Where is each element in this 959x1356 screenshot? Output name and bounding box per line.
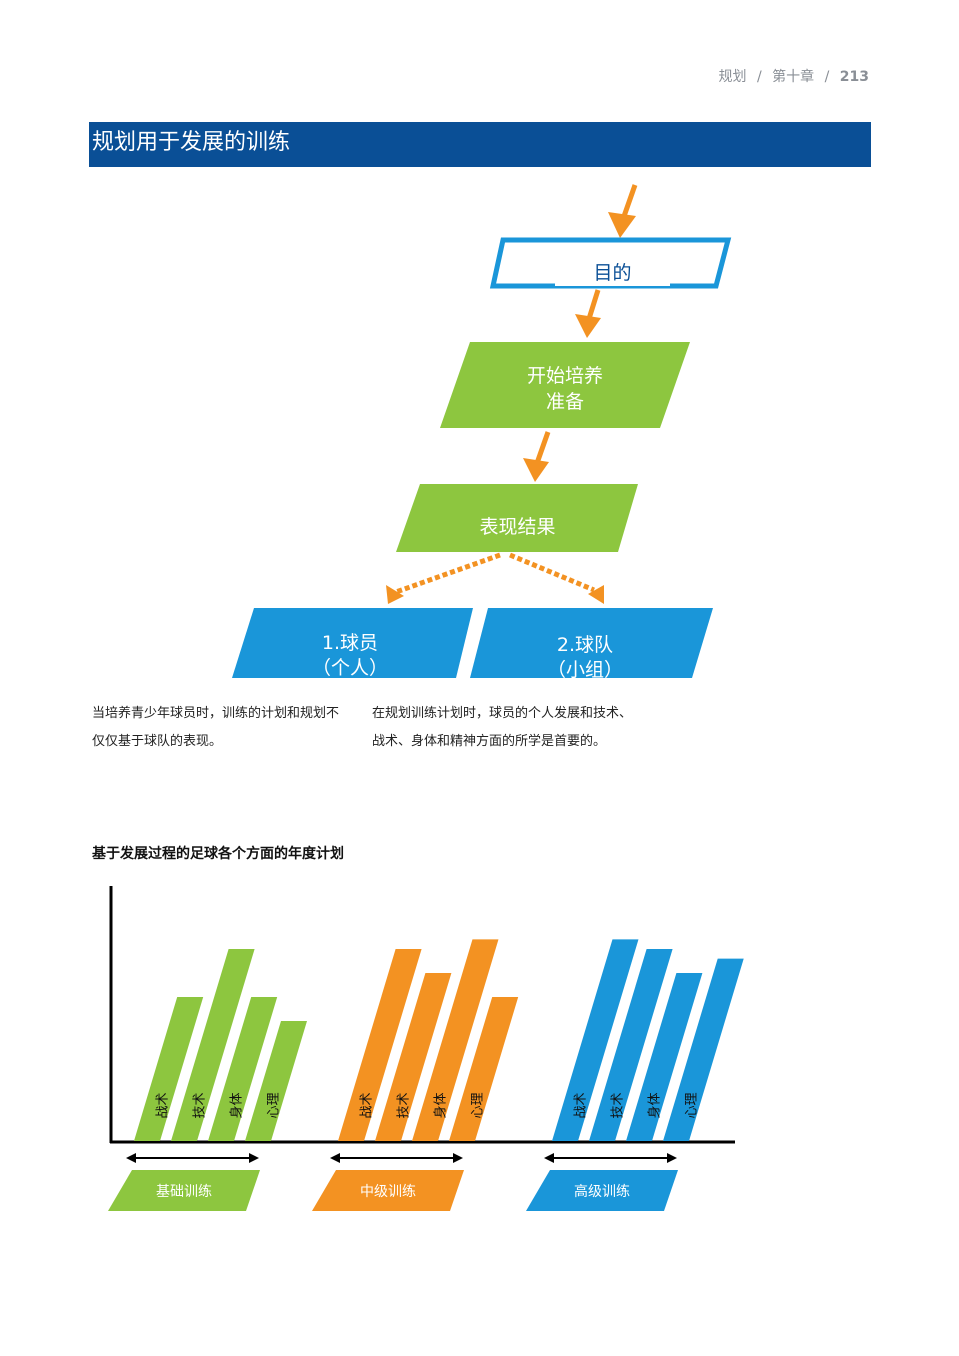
bar-basic-2 — [208, 997, 278, 1141]
bar-advanced-1 — [589, 949, 673, 1141]
header-chapter: 第十章 — [772, 69, 815, 85]
build-label-line2: 准备 — [545, 391, 584, 413]
page-number: 213 — [839, 69, 869, 85]
flow-dotted-arrow-left — [386, 552, 501, 604]
paragraph-left: 当培养青少年球员时，训练的计划和规划不 仅仅基于球队的表现。 — [92, 700, 367, 756]
bar-label: 技术 — [610, 1092, 626, 1119]
bar-advanced-2 — [626, 973, 703, 1141]
bar-label: 技术 — [396, 1092, 412, 1119]
paragraph-right: 在规划训练计划时，球员的个人发展和技术、 战术、身体和精神方面的所学是首要的。 — [372, 700, 672, 756]
bar-label: 身体 — [229, 1092, 245, 1119]
build-label-line1: 开始培养 — [526, 365, 603, 387]
level-box-advanced — [526, 1170, 678, 1211]
page-title: 规划用于发展的训练 — [92, 130, 291, 155]
objective-label: 目的 — [555, 260, 670, 286]
level-box-basic — [108, 1170, 260, 1211]
paragraph-right-line1: 在规划训练计划时，球员的个人发展和技术、 — [372, 706, 633, 721]
player-label-line2: （个人） — [311, 657, 388, 679]
chart-title: 基于发展过程的足球各个方面的年度计划 — [92, 846, 344, 862]
build-box — [440, 342, 690, 428]
bar-basic-0 — [134, 997, 204, 1141]
flow-arrow-3 — [523, 431, 551, 482]
span-arrowhead — [330, 1153, 340, 1163]
level-label-intermediate: 中级训练 — [360, 1184, 416, 1200]
page-header: 规划 / 第十章 / 213 — [719, 66, 869, 86]
team-box — [470, 608, 713, 678]
flow-dotted-arrow-right — [509, 552, 604, 604]
span-arrowhead — [126, 1153, 136, 1163]
span-arrowhead — [453, 1153, 463, 1163]
bar-basic-1 — [171, 949, 255, 1141]
bar-intermediate-1 — [375, 973, 452, 1141]
bar-intermediate-3 — [449, 997, 519, 1141]
performance-box — [396, 484, 638, 552]
bar-label: 身体 — [433, 1092, 449, 1119]
span-arrowhead — [667, 1153, 677, 1163]
performance-label: 表现结果 — [479, 516, 556, 538]
level-box-intermediate — [312, 1170, 464, 1211]
title-banner — [89, 122, 871, 167]
paragraph-left-line1: 当培养青少年球员时，训练的计划和规划不 — [92, 706, 340, 721]
bar-label: 心理 — [470, 1092, 486, 1119]
bar-intermediate-0 — [338, 949, 422, 1141]
header-section: 规划 — [718, 69, 747, 85]
flow-arrow-2 — [575, 289, 601, 338]
bar-label: 身体 — [647, 1092, 663, 1119]
level-label-basic: 基础训练 — [156, 1184, 212, 1200]
bar-label: 心理 — [266, 1092, 282, 1119]
bar-label: 战术 — [359, 1092, 375, 1119]
player-label-line1: 1.球员 — [321, 632, 379, 654]
team-label-line1: 2.球队 — [556, 634, 614, 656]
header-separator-2: / — [824, 69, 830, 85]
span-arrowhead — [249, 1153, 259, 1163]
bar-label: 战术 — [573, 1092, 589, 1119]
player-box — [232, 608, 473, 678]
paragraph-right-line2: 战术、身体和精神方面的所学是首要的。 — [372, 734, 607, 749]
bar-intermediate-2 — [412, 939, 499, 1141]
span-arrowhead — [544, 1153, 554, 1163]
header-separator: / — [756, 69, 762, 85]
paragraph-left-line2: 仅仅基于球队的表现。 — [92, 734, 223, 749]
bar-label: 战术 — [155, 1092, 171, 1119]
flow-arrow-top — [608, 184, 638, 238]
bar-label: 技术 — [192, 1092, 208, 1119]
bar-advanced-3 — [663, 958, 744, 1141]
bar-advanced-0 — [552, 939, 639, 1141]
bar-basic-3 — [245, 1021, 307, 1141]
bar-label: 心理 — [684, 1092, 700, 1119]
team-label-line2: （小组） — [546, 659, 623, 681]
level-label-advanced: 高级训练 — [574, 1184, 630, 1200]
